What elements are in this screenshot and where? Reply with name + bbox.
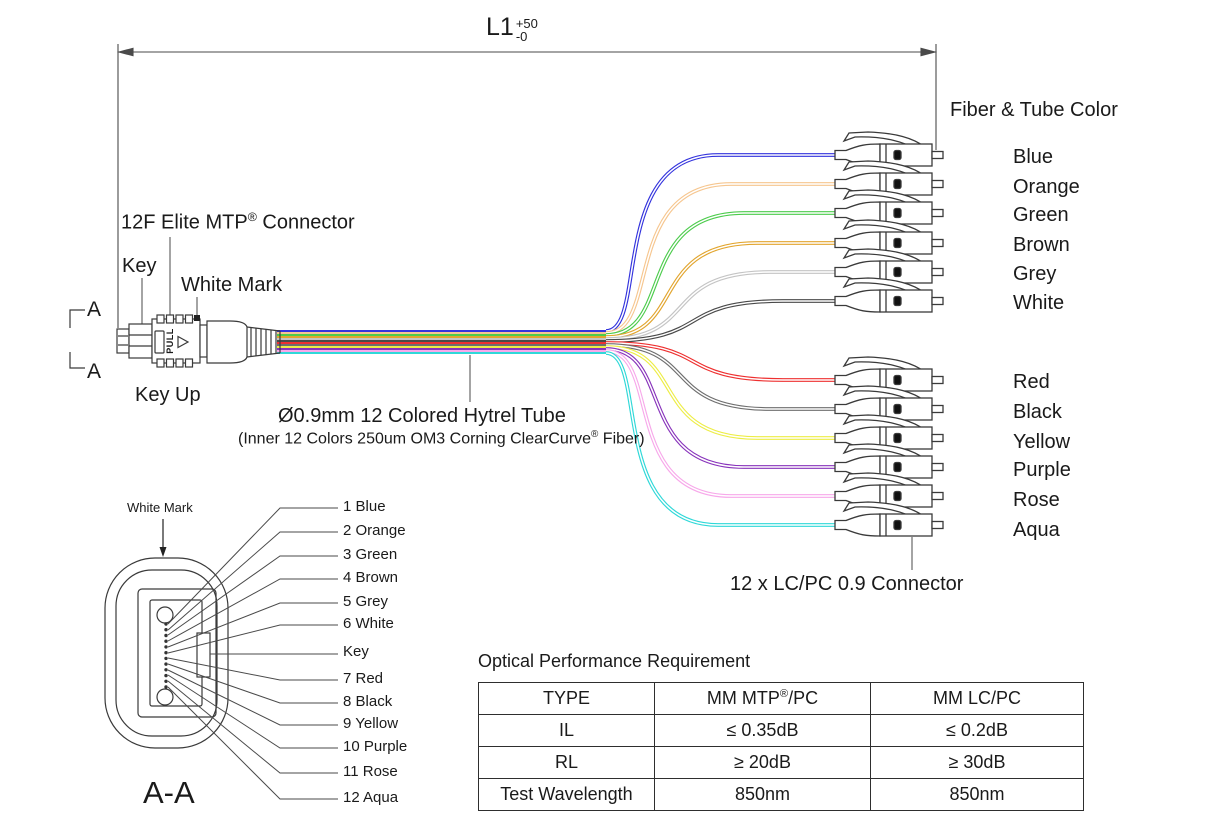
fiber-label-aqua: Aqua (1013, 519, 1060, 541)
pin-label-12: 12 Aqua (343, 789, 399, 806)
optical-performance-table: TYPE MM MTP®/PC MM LC/PC IL ≤ 0.35dB ≤ 0… (478, 682, 1084, 811)
fanout-fibers (605, 153, 836, 527)
pin-label-5: 5 Grey (343, 593, 389, 610)
white-mark-label: White Mark (181, 274, 283, 296)
table-header-row: TYPE MM MTP®/PC MM LC/PC (478, 682, 1084, 715)
fiber-label-white: White (1013, 292, 1065, 314)
pin-label-4: 4 Brown (343, 569, 399, 586)
tube-sub-label: (Inner 12 Colors 250um OM3 Corning Clear… (238, 429, 645, 448)
fiber-label-blue: Blue (1013, 146, 1054, 168)
section-marker-a-top: A (87, 298, 102, 321)
section-view (104, 507, 338, 800)
mtp-connector-drawing (69, 237, 281, 369)
fiber-label-purple: Purple (1013, 459, 1071, 481)
key-label: Key (122, 255, 157, 277)
pull-tab (154, 330, 165, 354)
cable-bundle (277, 330, 606, 354)
mtp-strain-relief (246, 326, 281, 358)
fiber-label-grey: Grey (1013, 263, 1057, 285)
table-row-il: IL ≤ 0.35dB ≤ 0.2dB (478, 714, 1084, 747)
section-white-mark-label: White Mark (127, 500, 193, 515)
tube-label: Ø0.9mm 12 Colored Hytrel Tube (278, 405, 566, 427)
pull-tab-label: PULL (165, 328, 175, 354)
table-title: Optical Performance Requirement (478, 651, 751, 671)
pin-leader-lines (167, 507, 338, 800)
section-title: A-A (143, 775, 195, 810)
pin-label-key: Key (343, 643, 369, 660)
fiber-label-red: Red (1013, 371, 1050, 393)
lc-connector-brown (834, 219, 944, 255)
pin-label-3: 3 Green (343, 546, 398, 563)
white-mark-dot (194, 315, 200, 321)
pin-label-11: 11 Rose (343, 763, 398, 780)
fiber-orange (605, 182, 836, 335)
lc-connectors (834, 131, 944, 537)
fiber-label-brown: Brown (1013, 234, 1070, 256)
pin-label-7: 7 Red (343, 670, 384, 687)
mtp-connector-label: 12F Elite MTP® Connector (121, 210, 355, 234)
fiber-label-yellow: Yellow (1013, 431, 1071, 453)
dimension-line (116, 44, 938, 328)
misc-leaders (469, 355, 913, 570)
legend-title: Fiber & Tube Color (950, 99, 1118, 121)
key-up-label: Key Up (135, 384, 201, 406)
pin-label-6: 6 White (343, 615, 394, 632)
mtp-boot (206, 320, 248, 364)
dimension-tolerance: +50-0 (515, 16, 538, 44)
dimension-label: L1+50-0 (486, 13, 538, 43)
pin-label-1: 1 Blue (343, 498, 386, 515)
pin-label-8: 8 Black (343, 693, 393, 710)
fiber-label-black: Black (1013, 401, 1062, 423)
mtp-ferrule-tip (116, 328, 130, 354)
guide-pin-hole-bottom (156, 688, 174, 706)
header-type: TYPE (478, 682, 655, 715)
fiber-label-green: Green (1013, 204, 1069, 226)
header-mtp: MM MTP®/PC (654, 682, 871, 715)
fiber-holes (164, 622, 168, 689)
pin-label-9: 9 Yellow (343, 715, 399, 732)
pin-label-10: 10 Purple (343, 738, 408, 755)
mtp-ferrule-housing (128, 323, 153, 359)
lc-connector-label: 12 x LC/PC 0.9 Connector (730, 573, 964, 595)
pull-arrow (177, 335, 190, 349)
section-bracket-bottom (69, 352, 85, 369)
table-row-rl: RL ≥ 20dB ≥ 30dB (478, 746, 1084, 779)
section-marker-a-bottom: A (87, 360, 102, 383)
leader-lines (141, 237, 198, 324)
section-bracket-top (69, 309, 85, 328)
white-mark-arrow (159, 519, 167, 557)
lc-connector-blue (834, 131, 944, 167)
table-row-wavelength: Test Wavelength 850nm 850nm (478, 778, 1084, 811)
fiber-label-rose: Rose (1013, 489, 1060, 511)
dimension-name: L1 (486, 13, 514, 41)
lc-connector-red (834, 356, 944, 392)
key-notch (196, 632, 211, 678)
header-lc: MM LC/PC (870, 682, 1084, 715)
pin-label-2: 2 Orange (343, 522, 406, 539)
fiber-label-orange: Orange (1013, 176, 1080, 198)
